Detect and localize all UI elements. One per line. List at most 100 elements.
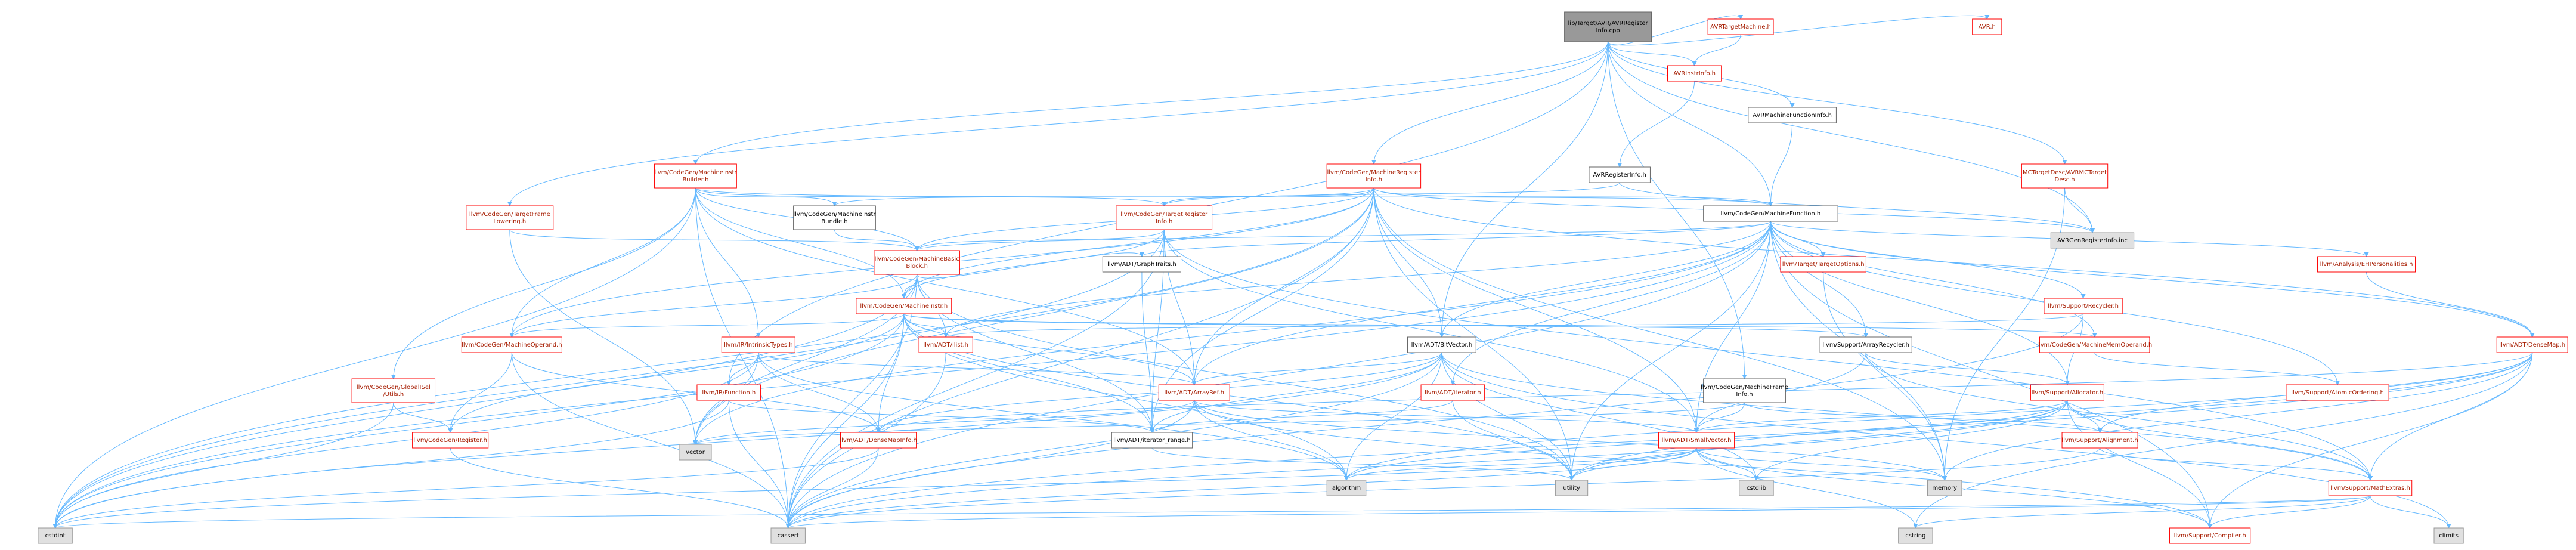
node-atomicordering[interactable]: llvm/Support/AtomicOrdering.h (2286, 384, 2389, 401)
edge-mf-to-densemap (1770, 221, 2535, 338)
node-box (2496, 336, 2568, 353)
node-compiler[interactable]: llvm/Support/Compiler.h (2169, 527, 2251, 544)
edge-register-to-cassert (450, 447, 791, 529)
edge-arrayref-to-vector (693, 400, 1195, 445)
node-smallvector[interactable]: llvm/ADT/SmallVector.h (1658, 432, 1735, 449)
node-iterator[interactable]: llvm/ADT/iterator.h (1420, 384, 1485, 401)
node-mmo[interactable]: llvm/CodeGen/MachineMemOperand.h (2037, 336, 2152, 353)
node-register[interactable]: llvm/CodeGen/Register.h (412, 432, 489, 449)
edge-mri-to-smallvector (1373, 187, 1699, 433)
node-targetoptions[interactable]: llvm/Target/TargetOptions.h (1780, 256, 1866, 273)
edge-bitvector-to-arrayref (1191, 352, 1442, 385)
node-memory[interactable]: memory (1927, 480, 1962, 496)
edge-allocator-to-cstdlib (1754, 400, 2068, 481)
edge-avrmfi-to-mf (1768, 122, 1793, 206)
node-cstring[interactable]: cstring (1898, 527, 1933, 544)
node-cassert[interactable]: cassert (770, 527, 806, 544)
edge-densemap-to-compiler (2207, 352, 2533, 529)
node-densemapinfo[interactable]: llvm/ADT/DenseMapInfo.h (840, 432, 917, 449)
node-box (2317, 256, 2416, 273)
node-vector[interactable]: vector (679, 444, 712, 461)
edge-irfunction-to-cstdint (52, 400, 729, 529)
node-avrh[interactable]: AVR.h (1972, 18, 2002, 35)
node-allocator[interactable]: llvm/Support/Allocator.h (2030, 384, 2104, 401)
node-avrinstrinfo[interactable]: AVRInstrInfo.h (1667, 65, 1722, 82)
node-graphtraits[interactable]: llvm/ADT/GraphTraits.h (1102, 256, 1182, 273)
node-label: llvm/ADT/SmallVector.h (1662, 437, 1732, 444)
node-label: llvm/CodeGen/MachineFunction.h (1721, 211, 1821, 217)
node-mf[interactable]: llvm/CodeGen/MachineFunction.h (1703, 205, 1838, 222)
edge-mathextras-to-cstring (1913, 495, 2371, 529)
edge-mri-to-mibundle (832, 187, 1374, 206)
edge-arrayref-to-algorithm (1194, 400, 1349, 481)
edge-intrinsics-to-densemapinfo (758, 352, 881, 433)
node-cstdlib[interactable]: cstdlib (1739, 480, 1774, 496)
edge-mathextras-to-compiler (2207, 495, 2371, 529)
edge-root-to-mf (1608, 41, 1773, 206)
node-utility[interactable]: utility (1555, 480, 1589, 496)
edge-mib-to-cstdint (52, 187, 696, 529)
edge-mib-to-globalisel (391, 187, 696, 379)
node-avrtargetmachine[interactable]: AVRTargetMachine.h (1707, 18, 1774, 35)
node-alignment[interactable]: llvm/Support/Alignment.h (2061, 432, 2138, 449)
edge-tri-to-cstdint (52, 229, 1165, 529)
node-box (1116, 205, 1213, 230)
node-ilist[interactable]: llvm/ADT/ilist.h (918, 336, 973, 353)
node-irfunction[interactable]: llvm/IR/Function.h (696, 384, 761, 401)
edge-avrtargetmachine-to-avrinstrinfo (1692, 34, 1741, 66)
edge-root-to-avrtargetmachine (1608, 14, 1744, 46)
node-avrgenreginfo[interactable]: AVRGenRegisterInfo.inc (2050, 232, 2135, 249)
node-box (721, 336, 795, 353)
edge-root-to-bitvector (1439, 41, 1609, 338)
edge-mri-to-cassert (785, 187, 1374, 529)
edge-mi-to-ilist (903, 313, 949, 338)
node-intrinsics[interactable]: llvm/IR/IntrinsicTypes.h (721, 336, 795, 353)
node-climits[interactable]: climits (2433, 527, 2464, 544)
edge-mo-to-densemapinfo (511, 352, 881, 433)
edge-mri-to-arrayref (1191, 187, 1374, 385)
node-label: Bundle.h (821, 218, 847, 225)
node-avrreginfo[interactable]: AVRRegisterInfo.h (1589, 166, 1651, 183)
node-globalisel[interactable]: llvm/CodeGen/GlobalISel/Utils.h (351, 378, 436, 403)
edge-mf-to-targetoptions (1770, 221, 1826, 257)
edge-mi-to-mo (509, 313, 905, 338)
node-algorithm[interactable]: algorithm (1326, 480, 1367, 496)
node-box (2169, 527, 2251, 544)
node-box (918, 336, 973, 353)
node-box (1703, 205, 1838, 222)
node-cstdint[interactable]: cstdint (38, 527, 73, 544)
node-label: llvm/Analysis/EHPersonalities.h (2320, 261, 2413, 268)
edge-mib-to-tri (695, 187, 1167, 206)
node-box (874, 250, 960, 275)
node-mi[interactable]: llvm/CodeGen/MachineInstr.h (856, 298, 952, 314)
node-label: llvm/Support/ArrayRecycler.h (1822, 342, 1909, 348)
node-iterrange[interactable]: llvm/ADT/iterator_range.h (1111, 432, 1193, 449)
node-label: llvm/CodeGen/MachineFrame (1701, 384, 1788, 391)
edge-tri-to-mathextras (1163, 229, 2373, 481)
node-densemap[interactable]: llvm/ADT/DenseMap.h (2496, 336, 2568, 353)
node-arrayrecycler[interactable]: llvm/Support/ArrayRecycler.h (1819, 336, 1912, 353)
edge-root-to-avrinstrinfo (1608, 41, 1697, 66)
node-arrayref[interactable]: llvm/ADT/ArrayRef.h (1158, 384, 1230, 401)
node-avrmfi[interactable]: AVRMachineFunctionInfo.h (1748, 107, 1837, 123)
node-box (1927, 480, 1962, 496)
node-box (1326, 163, 1422, 189)
edge-allocator-to-smallvector (1694, 400, 2068, 433)
node-bitvector[interactable]: llvm/ADT/BitVector.h (1407, 336, 1476, 353)
node-mathextras[interactable]: llvm/Support/MathExtras.h (2328, 480, 2413, 496)
node-recycler[interactable]: llvm/Support/Recycler.h (2044, 298, 2123, 314)
node-root[interactable]: lib/Target/AVR/AVRRegisterInfo.cpp (1564, 11, 1652, 42)
node-mo[interactable]: llvm/CodeGen/MachineOperand.h (461, 336, 562, 353)
edge-mfi-to-smallvector (1694, 402, 1745, 433)
node-label: algorithm (1332, 485, 1361, 492)
node-ehpers[interactable]: llvm/Analysis/EHPersonalities.h (2317, 256, 2416, 273)
